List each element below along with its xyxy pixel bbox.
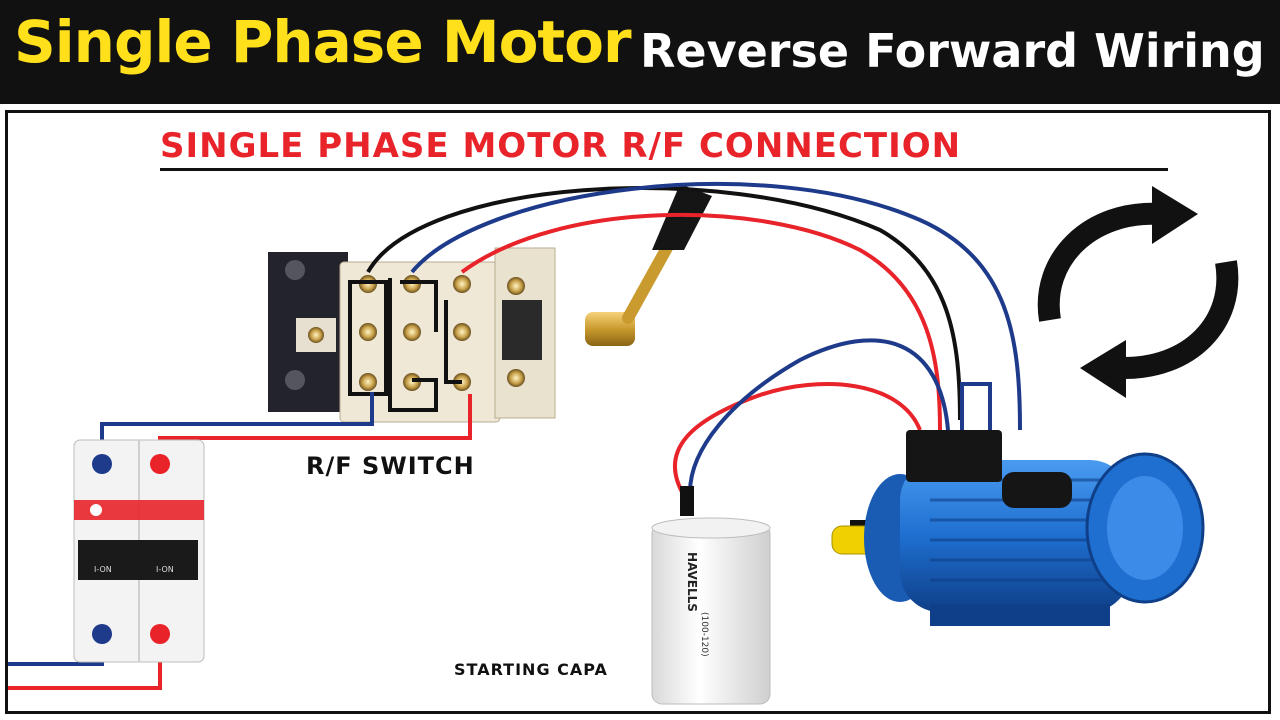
switch-shaft bbox=[585, 312, 635, 346]
motor-body bbox=[900, 460, 1130, 612]
capacitor-spec: (100-120) bbox=[699, 612, 709, 657]
motor-terminal-box bbox=[906, 430, 1002, 482]
jumper-wire bbox=[444, 300, 462, 384]
wire-blue-jumper bbox=[960, 382, 992, 430]
capacitor-wires bbox=[672, 338, 950, 516]
mcb-stripe bbox=[74, 500, 204, 520]
wire-red bbox=[672, 382, 922, 493]
switch-screw bbox=[507, 369, 525, 387]
terminal-screw bbox=[403, 323, 421, 341]
mcb-toggle-bar bbox=[78, 540, 198, 580]
mcb-label-left: I-ON bbox=[94, 565, 112, 574]
mcb-breaker: I-ON I-ON bbox=[73, 439, 205, 663]
diagram-heading: SINGLE PHASE MOTOR R/F CONNECTION bbox=[160, 126, 962, 166]
terminal-screw bbox=[453, 275, 471, 293]
mcb-terminal-blue bbox=[92, 454, 112, 474]
mcb-terminal-red bbox=[150, 624, 170, 644]
capacitor-brand: HAVELLS bbox=[685, 552, 699, 612]
single-phase-motor bbox=[831, 430, 1205, 626]
capacitor-top bbox=[651, 517, 771, 539]
heading-underline bbox=[160, 168, 1168, 171]
terminal-screw bbox=[359, 373, 377, 391]
switch-mount-hole bbox=[285, 260, 305, 280]
title-main: Single Phase Motor bbox=[14, 8, 632, 76]
arrow-arc-bottom bbox=[1119, 260, 1239, 380]
wire-black bbox=[366, 186, 962, 421]
arrow-head-top bbox=[1152, 186, 1198, 244]
brand-logo-icon bbox=[90, 504, 102, 516]
motor-wires bbox=[366, 182, 1022, 431]
wire-blue bbox=[410, 182, 1022, 431]
arrow-arc-top bbox=[1037, 202, 1161, 322]
switch-label: R/F SWITCH bbox=[306, 452, 475, 480]
title-banner: Single Phase Motor Reverse Forward Wirin… bbox=[0, 0, 1280, 104]
circular-arrows-icon bbox=[1037, 186, 1239, 398]
switch-lever bbox=[622, 240, 674, 324]
switch-knob bbox=[652, 184, 712, 250]
title-sub: Reverse Forward Wiring bbox=[640, 24, 1265, 78]
capacitor-label: STARTING CAPA bbox=[454, 660, 608, 679]
switch-screw bbox=[507, 277, 525, 295]
switch-cam-window bbox=[502, 300, 542, 360]
motor-capacitor-housing bbox=[1002, 472, 1072, 508]
terminal-screw bbox=[359, 323, 377, 341]
switch-screw bbox=[308, 327, 324, 343]
starting-capacitor: HAVELLS (100-120) bbox=[651, 517, 771, 705]
switch-jumpers bbox=[348, 278, 462, 412]
mcb-terminal-blue bbox=[92, 624, 112, 644]
mcb-terminal-red bbox=[150, 454, 170, 474]
jumper-wire bbox=[400, 280, 438, 332]
arrow-head-bottom bbox=[1080, 340, 1126, 398]
diagram-frame bbox=[5, 110, 1271, 714]
terminal-screw bbox=[453, 323, 471, 341]
motor-fan-cap bbox=[1107, 476, 1183, 580]
jumper-wire bbox=[388, 278, 438, 412]
rf-switch bbox=[268, 184, 712, 423]
wire-red bbox=[460, 212, 942, 431]
mcb-label-right: I-ON bbox=[156, 565, 174, 574]
wire-blue bbox=[688, 338, 950, 493]
switch-mount-hole bbox=[285, 370, 305, 390]
motor-base bbox=[930, 604, 1110, 626]
capacitor-leads bbox=[680, 486, 694, 516]
jumper-wire bbox=[348, 280, 388, 396]
capacitor-body bbox=[651, 523, 771, 705]
